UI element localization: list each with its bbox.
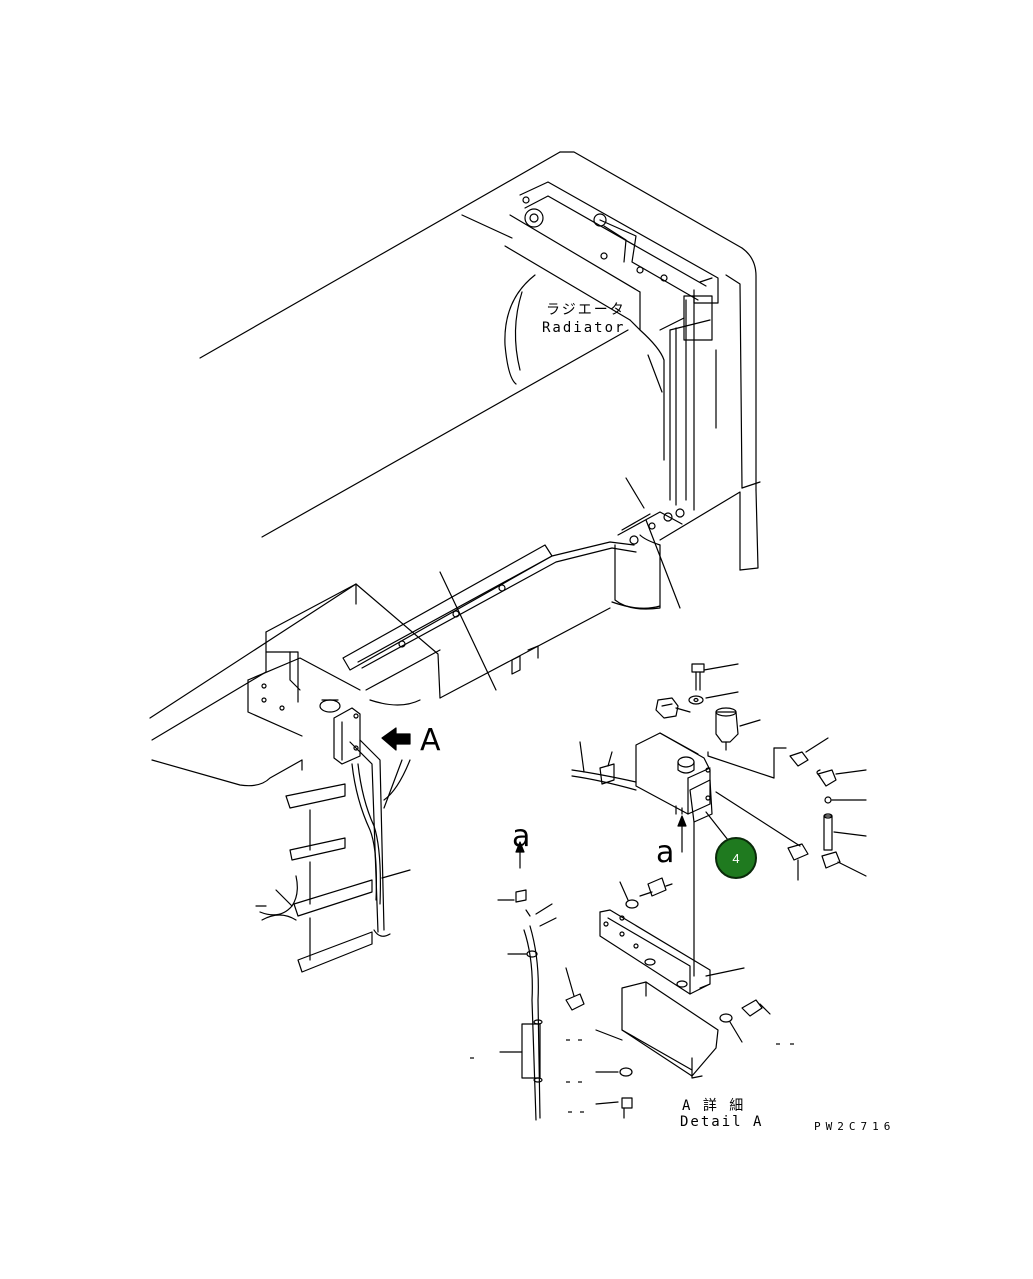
detail-a-tank xyxy=(571,663,867,977)
detail-a-label-jp: A 詳 細 xyxy=(682,1098,745,1114)
leader-lines-main xyxy=(275,214,681,907)
radiator-assembly xyxy=(504,181,719,511)
detail-a-bracket xyxy=(565,877,771,1119)
detail-a-label-en: Detail A xyxy=(680,1114,763,1130)
machine-body xyxy=(199,151,761,538)
dash-marks xyxy=(470,1039,794,1113)
drawing-code: PW2C716 xyxy=(814,1120,895,1133)
lower-frame xyxy=(611,489,759,610)
callout-4[interactable]: 4 xyxy=(715,837,757,879)
detail-a-tube xyxy=(497,841,557,1121)
view-a-label: A xyxy=(420,723,441,758)
view-a-arrow xyxy=(381,727,411,751)
callout-circle[interactable] xyxy=(715,837,757,879)
coolant-pipe xyxy=(342,541,637,699)
callout-number: 4 xyxy=(732,851,739,866)
radiator-label-jp: ラジエータ xyxy=(546,302,626,318)
ref-a-top-label: a xyxy=(512,819,530,854)
radiator-label-en: Radiator xyxy=(542,320,625,336)
left-deck xyxy=(149,583,441,973)
ref-a-side-label: a xyxy=(656,835,674,870)
